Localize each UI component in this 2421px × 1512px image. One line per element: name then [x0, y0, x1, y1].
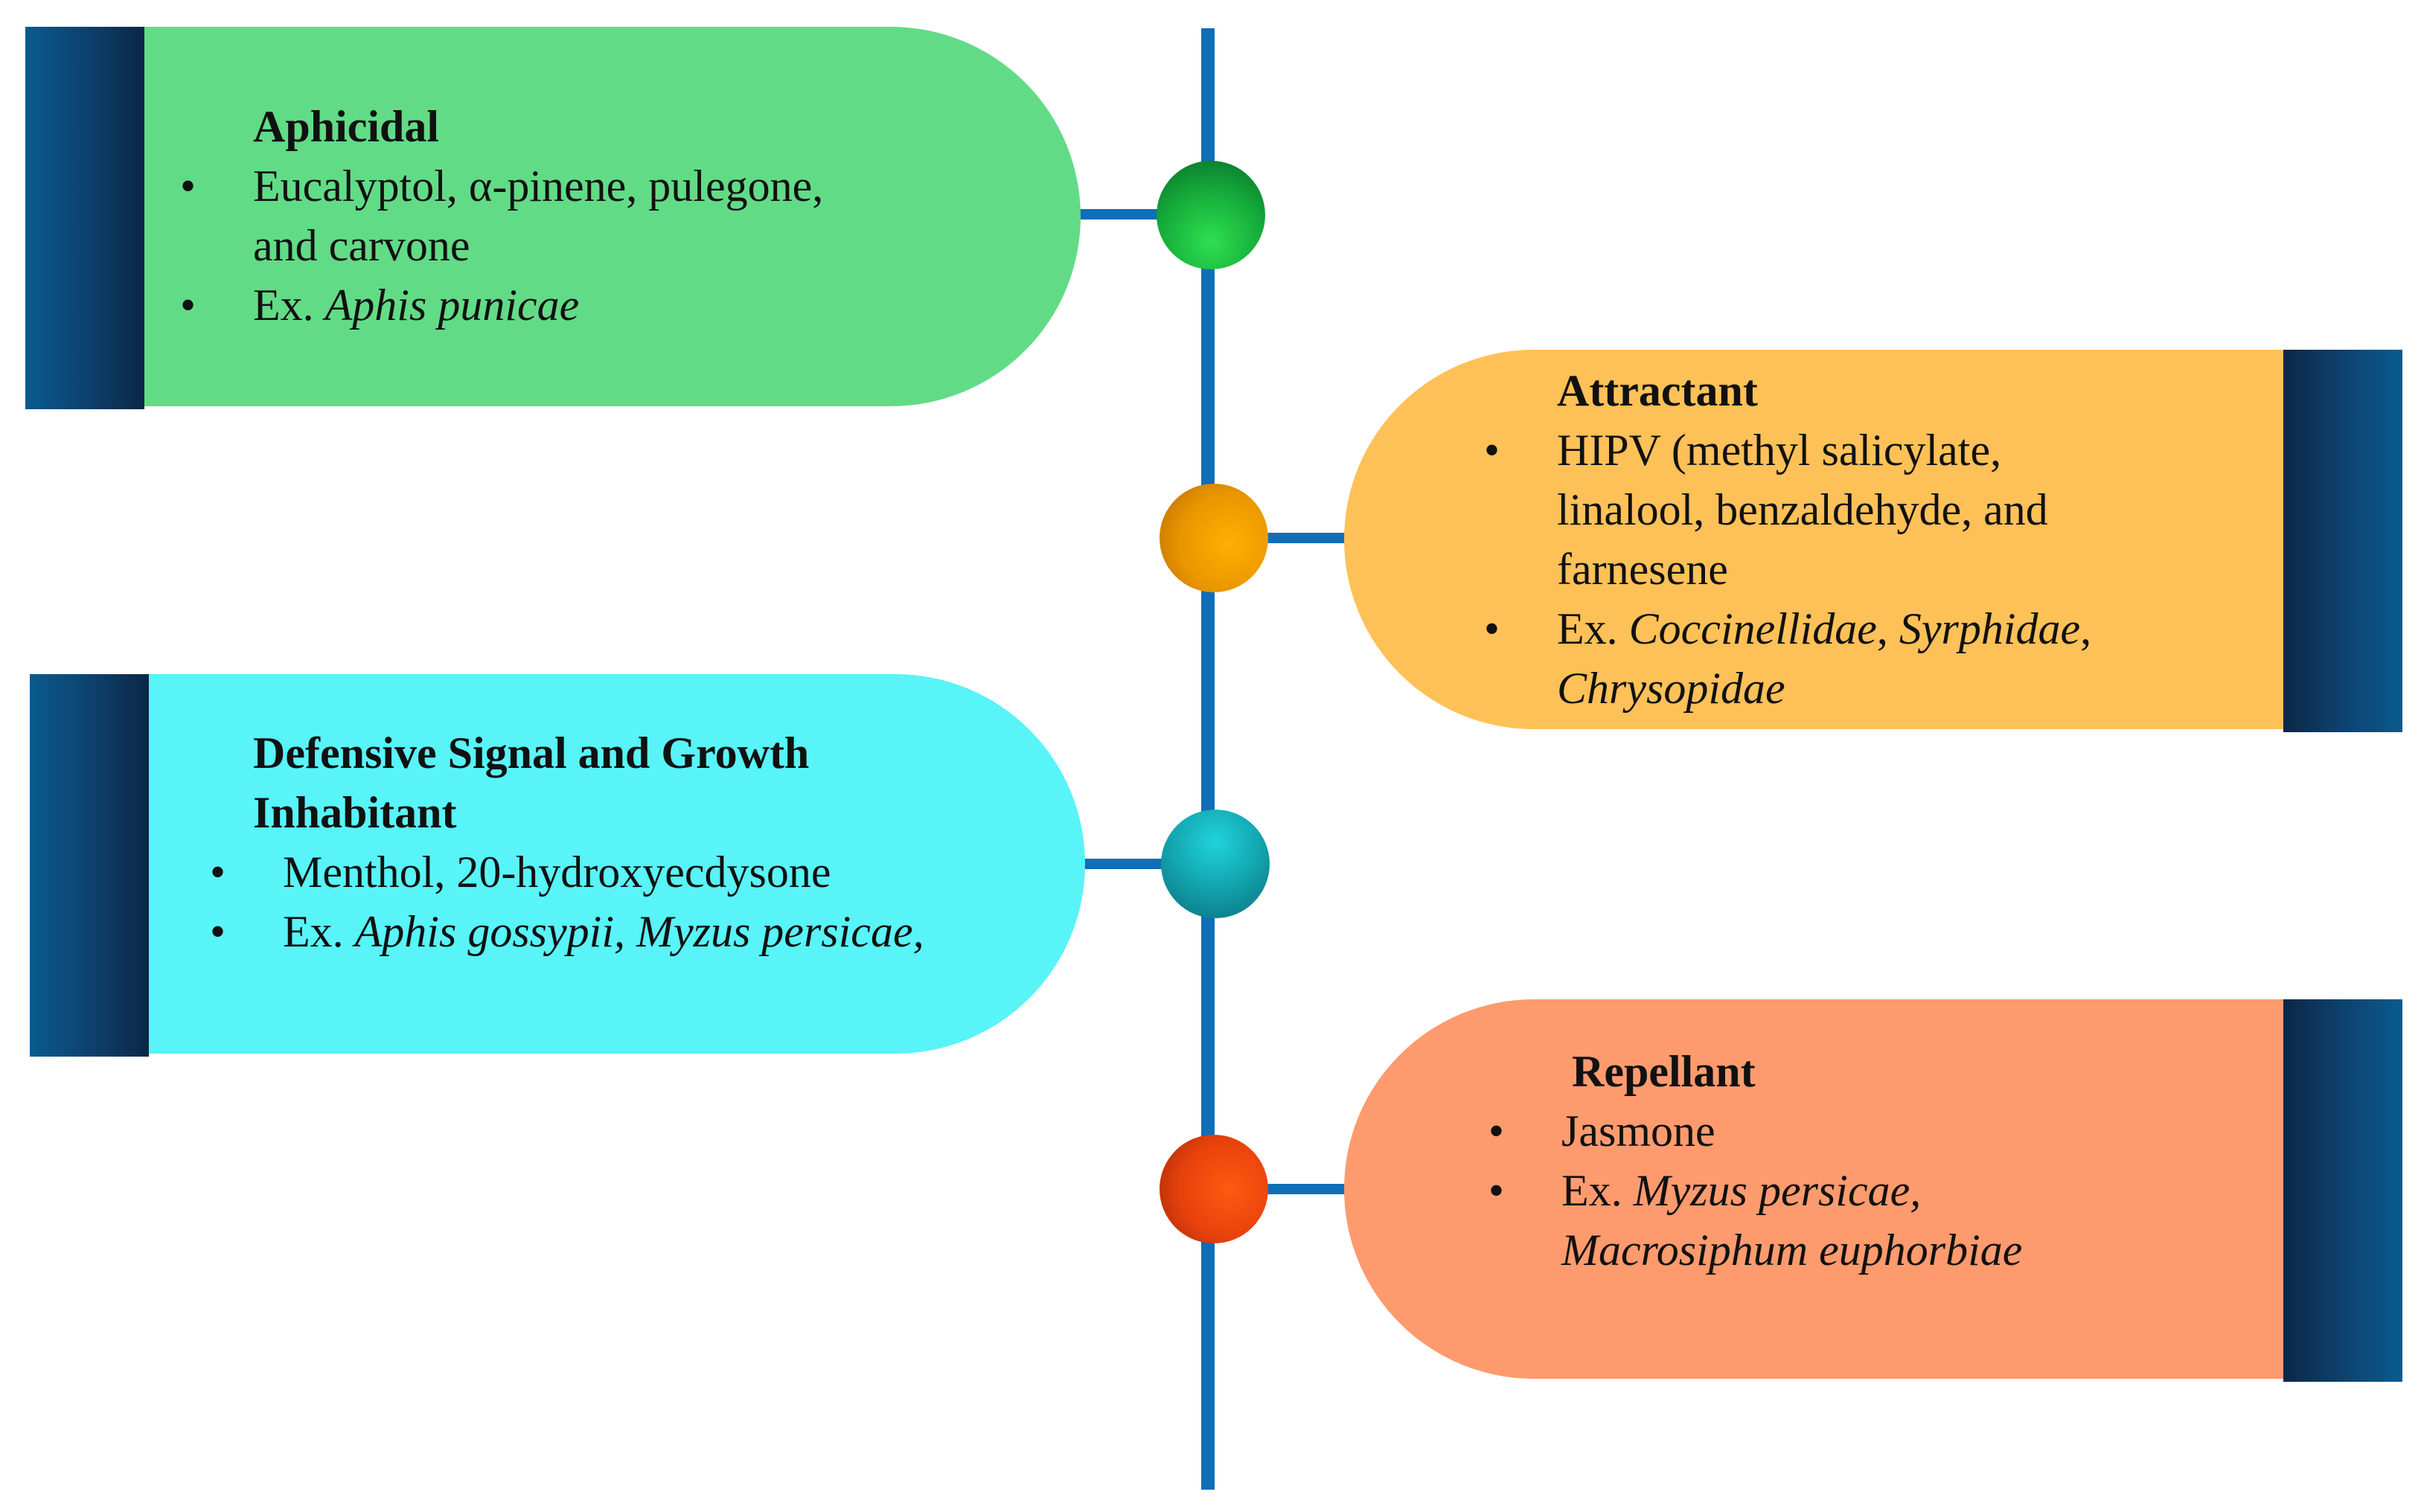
bullet-text-line: linalool, benzaldehyde, and: [1557, 485, 2048, 534]
species-name: Syrphidae: [1899, 604, 2081, 653]
list-item: Ex. Aphis gossypii, Myzus persicae,: [210, 902, 924, 961]
card-repellant-content: Repellant Jasmone Ex. Myzus persicae, Ma…: [1488, 1042, 2023, 1280]
card-repellant-list: Jasmone Ex. Myzus persicae, Macrosiphum …: [1488, 1101, 2023, 1280]
card-aphicidal-list: Eucalyptol, α-pinene, pulegone, and carv…: [180, 156, 824, 335]
title-line: Inhabitant: [253, 788, 457, 837]
example-prefix: Ex.: [1557, 604, 1629, 653]
card-repellant-title: Repellant: [1572, 1047, 1756, 1096]
node-defensive: [1161, 810, 1270, 918]
bullet-text-line: Eucalyptol, α-pinene, pulegone,: [253, 161, 824, 211]
species-name: Macrosiphum euphorbiae: [1561, 1226, 2023, 1275]
list-item: Eucalyptol, α-pinene, pulegone, and carv…: [180, 156, 824, 275]
title-line: Defensive Signal and Growth: [253, 728, 810, 778]
example-prefix: Ex.: [253, 281, 325, 330]
species-name: Myzus persicae,: [1633, 1166, 1922, 1215]
list-item: Jasmone: [1488, 1101, 2022, 1161]
species-name: Coccinellidae: [1628, 604, 1877, 653]
example-prefix: Ex.: [1561, 1166, 1634, 1215]
card-defensive-list: Menthol, 20-hydroxyecdysone Ex. Aphis go…: [210, 842, 924, 961]
list-item: Ex. Aphis punicae: [180, 275, 823, 335]
separator: ,: [2080, 604, 2092, 653]
card-attractant-title: Attractant: [1557, 366, 1758, 415]
separator: ,: [1876, 604, 1899, 653]
bullet-text-line: farnesene: [1557, 545, 1728, 594]
card-aphicidal-content: Aphicidal Eucalyptol, α-pinene, pulegone…: [180, 97, 824, 335]
node-attractant: [1160, 484, 1268, 592]
bullet-text-line: Jasmone: [1561, 1106, 1715, 1156]
node-repellant: [1160, 1135, 1268, 1243]
list-item: HIPV (methyl salicylate, linalool, benza…: [1484, 420, 2091, 599]
card-repellant-bar: [2283, 999, 2402, 1382]
bullet-text-line: HIPV (methyl salicylate,: [1557, 426, 2002, 475]
species-name: Aphis gossypii, Myzus persicae,: [354, 907, 924, 956]
card-defensive-bar: [30, 674, 149, 1057]
card-defensive-content: Defensive Signal and Growth Inhabitant M…: [210, 723, 924, 961]
timeline-spine: [1201, 28, 1215, 1490]
card-defensive-title: Defensive Signal and Growth Inhabitant: [253, 723, 924, 842]
bullet-text-line: Menthol, 20-hydroxyecdysone: [283, 848, 831, 897]
card-attractant-content: Attractant HIPV (methyl salicylate, lina…: [1484, 361, 2092, 718]
bullet-text-line: and carvone: [253, 221, 470, 270]
card-attractant-bar: [2283, 350, 2402, 732]
card-attractant-list: HIPV (methyl salicylate, linalool, benza…: [1484, 420, 2092, 718]
list-item: Menthol, 20-hydroxyecdysone: [210, 842, 924, 902]
example-prefix: Ex.: [283, 907, 355, 956]
list-item: Ex. Myzus persicae, Macrosiphum euphorbi…: [1488, 1161, 2023, 1280]
card-aphicidal-bar: [25, 27, 144, 409]
list-item: Ex. Coccinellidae, Syrphidae, Chrysopida…: [1484, 599, 2092, 718]
species-name: Aphis punicae: [324, 281, 580, 330]
node-aphicidal: [1157, 161, 1265, 269]
species-name: Chrysopidae: [1557, 664, 1785, 713]
card-aphicidal-title: Aphicidal: [253, 102, 440, 151]
